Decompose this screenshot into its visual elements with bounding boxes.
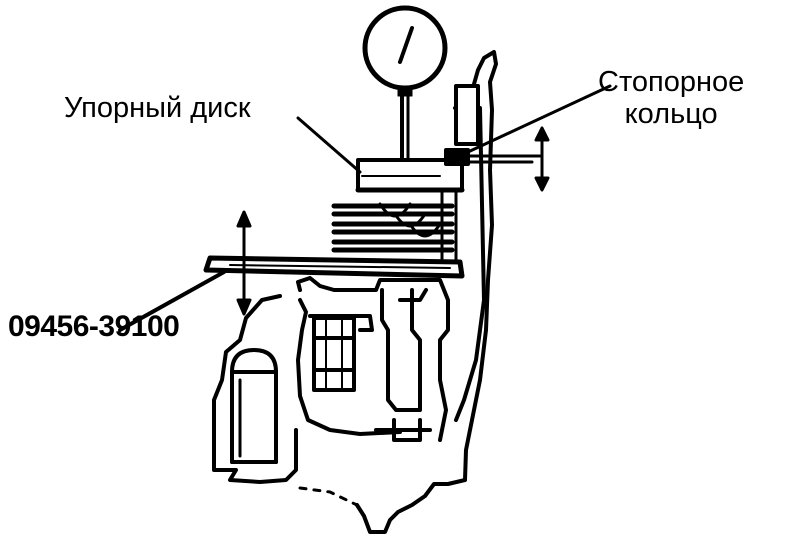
drum-body <box>212 276 450 484</box>
housing-lower-edge <box>298 486 359 507</box>
central-shaft <box>374 288 432 442</box>
tool-measure-arrow <box>236 210 252 316</box>
snap-ring-label-line1: Стопорное <box>598 66 745 98</box>
dial-indicator <box>362 5 448 164</box>
housing-right-wall <box>355 50 498 534</box>
accumulator-piston <box>230 348 278 464</box>
snap-ring-leader <box>458 84 612 192</box>
clutch-plates <box>331 188 458 264</box>
thrust-disk-shape <box>355 148 470 193</box>
bearing-cage <box>308 314 374 392</box>
thrust-disk-label: Упорный диск <box>64 92 251 124</box>
snap-ring-label: Стопорное кольцо <box>598 66 744 130</box>
tool-number-label: 09456-39100 <box>8 310 180 343</box>
special-tool-plate <box>118 255 465 332</box>
snap-ring-label-line2: кольцо <box>624 98 718 130</box>
